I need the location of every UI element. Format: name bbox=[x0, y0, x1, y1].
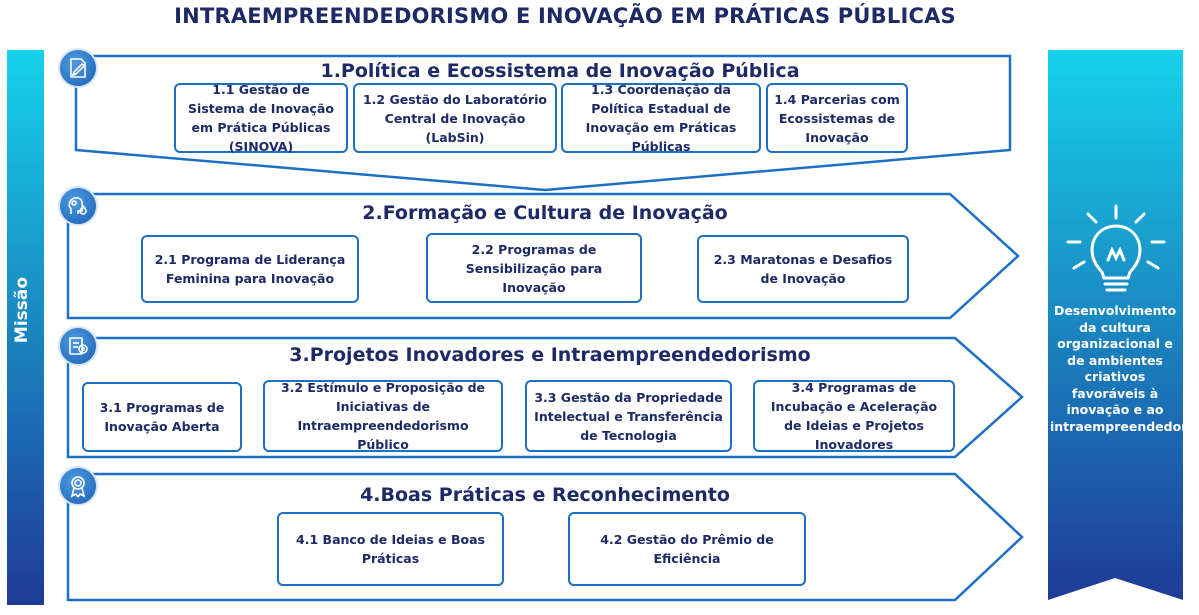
result-text: Desenvolvimento da cultura organizaciona… bbox=[1050, 303, 1199, 434]
mission-bar bbox=[7, 50, 44, 605]
stage-1-item: 1.2 Gestão do Laboratório Central de Ino… bbox=[353, 83, 557, 153]
stage-2-item: 2.3 Maratonas e Desafios de Inovação bbox=[697, 235, 909, 303]
stage-1-item: 1.1 Gestão de Sistema de Inovação em Prá… bbox=[174, 82, 348, 154]
stage-4-title: 4.Boas Práticas e Reconhecimento bbox=[360, 484, 730, 506]
stage-2-title: 2.Formação e Cultura de Inovação bbox=[362, 202, 728, 224]
lightbulb-icon bbox=[1066, 204, 1166, 292]
stage-1-item: 1.4 Parcerias com Ecossistemas de Inovaç… bbox=[766, 83, 908, 153]
clipboard-target-icon bbox=[58, 326, 98, 366]
stage-1-item: 1.3 Coordenação da Política Estadual de … bbox=[561, 82, 761, 154]
stage-1-title: 1.Política e Ecossistema de Inovação Púb… bbox=[320, 60, 800, 82]
stage-3-item: 3.2 Estímulo e Proposição de Iniciativas… bbox=[263, 380, 503, 452]
stage-4-item: 4.2 Gestão do Prêmio de Eficiência bbox=[568, 512, 806, 586]
page-title: INTRAEMPREENDEDORISMO E INOVAÇÃO EM PRÁT… bbox=[174, 4, 956, 28]
mission-label: Missão bbox=[12, 276, 32, 344]
document-pen-icon bbox=[58, 48, 98, 88]
stage-3-title: 3.Projetos Inovadores e Intraempreendedo… bbox=[289, 344, 811, 366]
result-shape bbox=[1048, 50, 1183, 600]
stage-2-item: 2.2 Programas de Sensibilização para Ino… bbox=[426, 233, 642, 303]
stage-3-item: 3.1 Programas de Inovação Aberta bbox=[82, 382, 242, 452]
stage-3-item: 3.3 Gestão da Propriedade Intelectual e … bbox=[525, 380, 732, 452]
stage-3-item: 3.4 Programas de Incubação e Aceleração … bbox=[753, 380, 955, 452]
head-gears-icon bbox=[58, 186, 98, 226]
award-ribbon-icon bbox=[58, 466, 98, 506]
stage-2-item: 2.1 Programa de Liderança Feminina para … bbox=[141, 235, 359, 303]
stage-4-item: 4.1 Banco de Ideias e Boas Práticas bbox=[277, 512, 504, 586]
